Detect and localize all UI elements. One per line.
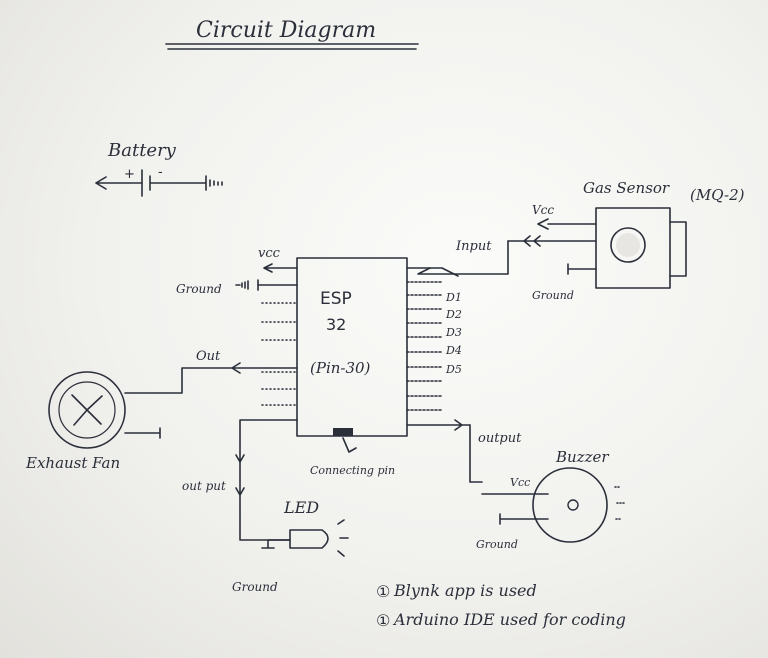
- pin-d2-label: D2: [445, 308, 462, 321]
- gas-sensor-label: Gas Sensor: [583, 179, 670, 197]
- esp-label-2: 32: [326, 315, 346, 334]
- led-circuit: [235, 419, 349, 557]
- connecting-pin-port: [333, 428, 353, 436]
- connecting-pin-arrow: [342, 437, 357, 453]
- esp-right-pins: [406, 267, 471, 431]
- ground-label: Ground: [176, 282, 222, 296]
- pin-d5-label: D5: [445, 363, 462, 376]
- gas-sensor-ground-label: Ground: [532, 289, 574, 302]
- buzzer-output-label: output: [478, 431, 522, 446]
- battery-symbol: + -: [95, 165, 223, 197]
- exhaust-fan-label: Exhaust Fan: [25, 454, 120, 472]
- esp32-board: ESP 32 (Pin-30): [296, 257, 408, 437]
- gas-sensor-model: (MQ-2): [690, 186, 745, 204]
- esp-left-pins: [257, 263, 298, 406]
- note-1: Blynk app is used: [393, 581, 537, 600]
- led-output-label: out put: [182, 479, 226, 493]
- gas-sensor-input-label: Input: [455, 239, 492, 254]
- buzzer-ground-label: Ground: [476, 538, 518, 551]
- buzzer-icon: [532, 467, 608, 543]
- note-2: Arduino IDE used for coding: [392, 610, 626, 629]
- esp-label-1: ESP: [320, 289, 352, 309]
- led-ground-label: Ground: [232, 580, 278, 594]
- battery-plus-label: +: [124, 167, 135, 182]
- buzzer-label: Buzzer: [555, 448, 609, 466]
- pin-d4-label: D4: [445, 344, 462, 357]
- fan-out-label: Out: [196, 349, 221, 364]
- exhaust-fan: [48, 362, 298, 449]
- battery-label: Battery: [107, 140, 177, 161]
- title-underline: [165, 43, 419, 50]
- note-2-marker: ①: [376, 611, 390, 630]
- esp-label-3: (Pin-30): [310, 359, 371, 377]
- gas-sensor-vcc-label: Vcc: [532, 203, 554, 217]
- vcc-label: vcc: [258, 246, 281, 261]
- buzzer: [469, 424, 625, 543]
- note-1-marker: ①: [376, 582, 390, 601]
- diagram-title: Circuit Diagram: [196, 18, 376, 43]
- ground-hatch: [235, 280, 249, 290]
- gas-sensor: [417, 207, 687, 289]
- pin-d1-label: D1: [445, 291, 462, 304]
- fan-blades-icon: [71, 394, 103, 426]
- pin-d3-label: D3: [445, 326, 462, 339]
- connecting-pin-label: Connecting pin: [310, 464, 395, 477]
- led-label: LED: [283, 498, 319, 517]
- battery-minus-label: -: [158, 165, 163, 180]
- led-icon: [289, 529, 329, 549]
- buzzer-vcc-label: Vcc: [510, 476, 530, 489]
